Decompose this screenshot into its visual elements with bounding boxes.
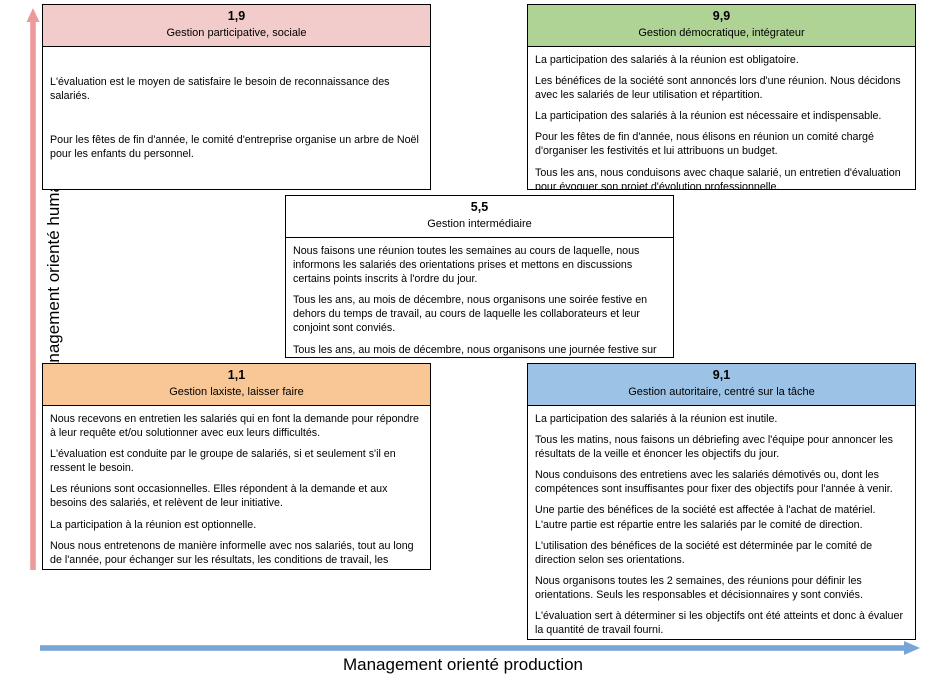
statement: La participation des salariés à la réuni… <box>535 53 799 66</box>
statement: Pour les fêtes de fin d'année, nous élis… <box>535 131 874 158</box>
cell-body-1-1: Nous recevons en entretien les salariés … <box>43 406 430 569</box>
y-axis-arrow <box>26 8 40 570</box>
statement: Pour les fêtes de fin d'année, le comité… <box>50 133 419 161</box>
statement: Une partie des bénéfices de la société e… <box>535 504 876 531</box>
cell-title: Gestion laxiste, laisser faire <box>169 385 304 398</box>
grid-cell-9-1: 9,1 Gestion autoritaire, centré sur la t… <box>527 363 916 640</box>
x-axis-arrow <box>40 640 920 656</box>
statement: Tous les ans, au mois de décembre, nous … <box>293 294 648 335</box>
cell-title: Gestion démocratique, intégrateur <box>638 26 805 39</box>
statement: La participation des salariés à la réuni… <box>535 412 778 425</box>
statement: Les bénéfices de la société sont annoncé… <box>535 74 901 102</box>
statement: L'évaluation est le moyen de satisfaire … <box>50 75 390 102</box>
statement: Nous organisons toutes les 2 semaines, d… <box>535 574 863 602</box>
statement: Nous recevons en entretien les salariés … <box>50 412 419 439</box>
cell-title: Gestion participative, sociale <box>166 26 307 39</box>
grid-cell-9-9: 9,9 Gestion démocratique, intégrateur La… <box>527 4 916 190</box>
cell-body-9-9: La participation des salariés à la réuni… <box>528 47 915 189</box>
cell-body-5-5: Nous faisons une réunion toutes les sema… <box>286 238 673 357</box>
statement: Tous les ans, au mois de décembre, nous … <box>293 343 657 356</box>
cell-header-5-5: 5,5 Gestion intermédiaire <box>286 196 673 238</box>
statement: L'évaluation sert à déterminer si les ob… <box>535 610 903 637</box>
statement: L'évaluation est conduite par le groupe … <box>50 448 396 475</box>
grid-cell-1-9: 1,9 Gestion participative, sociale L'éva… <box>42 4 431 190</box>
statement: Nous conduisons des entretiens avec les … <box>535 469 893 496</box>
cell-code: 1,1 <box>227 368 246 382</box>
statement: Les réunions sont occasionnelles. Elles … <box>50 483 388 510</box>
cell-body-1-9: L'évaluation est le moyen de satisfaire … <box>43 47 430 189</box>
x-axis-label: Management orienté production <box>342 655 584 674</box>
cell-header-9-9: 9,9 Gestion démocratique, intégrateur <box>528 5 915 47</box>
cell-header-1-9: 1,9 Gestion participative, sociale <box>43 5 430 47</box>
grid-cell-1-1: 1,1 Gestion laxiste, laisser faire Nous … <box>42 363 431 570</box>
statement: Nous nous entretenons de manière informe… <box>50 539 414 569</box>
cell-header-1-1: 1,1 Gestion laxiste, laisser faire <box>43 364 430 406</box>
statement: Tous les ans, nous conduisons avec chaqu… <box>535 166 901 189</box>
cell-title: Gestion intermédiaire <box>427 217 532 230</box>
statement: Tous les matins, nous faisons un débrief… <box>535 433 893 461</box>
cell-body-9-1: La participation des salariés à la réuni… <box>528 406 915 639</box>
cell-header-9-1: 9,1 Gestion autoritaire, centré sur la t… <box>528 364 915 406</box>
grid-cell-5-5: 5,5 Gestion intermédiaire Nous faisons u… <box>285 195 674 358</box>
statement: Nous faisons une réunion toutes les sema… <box>293 244 640 286</box>
cell-code: 9,1 <box>712 368 731 382</box>
cell-code: 1,9 <box>227 9 246 23</box>
statement: L'utilisation des bénéfices de la sociét… <box>535 539 873 566</box>
cell-code: 9,9 <box>712 9 731 23</box>
statement: La participation à la réunion est option… <box>50 518 257 531</box>
statement: La participation des salariés à la réuni… <box>535 110 882 123</box>
cell-code: 5,5 <box>470 200 489 214</box>
cell-title: Gestion autoritaire, centré sur la tâche <box>628 385 815 398</box>
